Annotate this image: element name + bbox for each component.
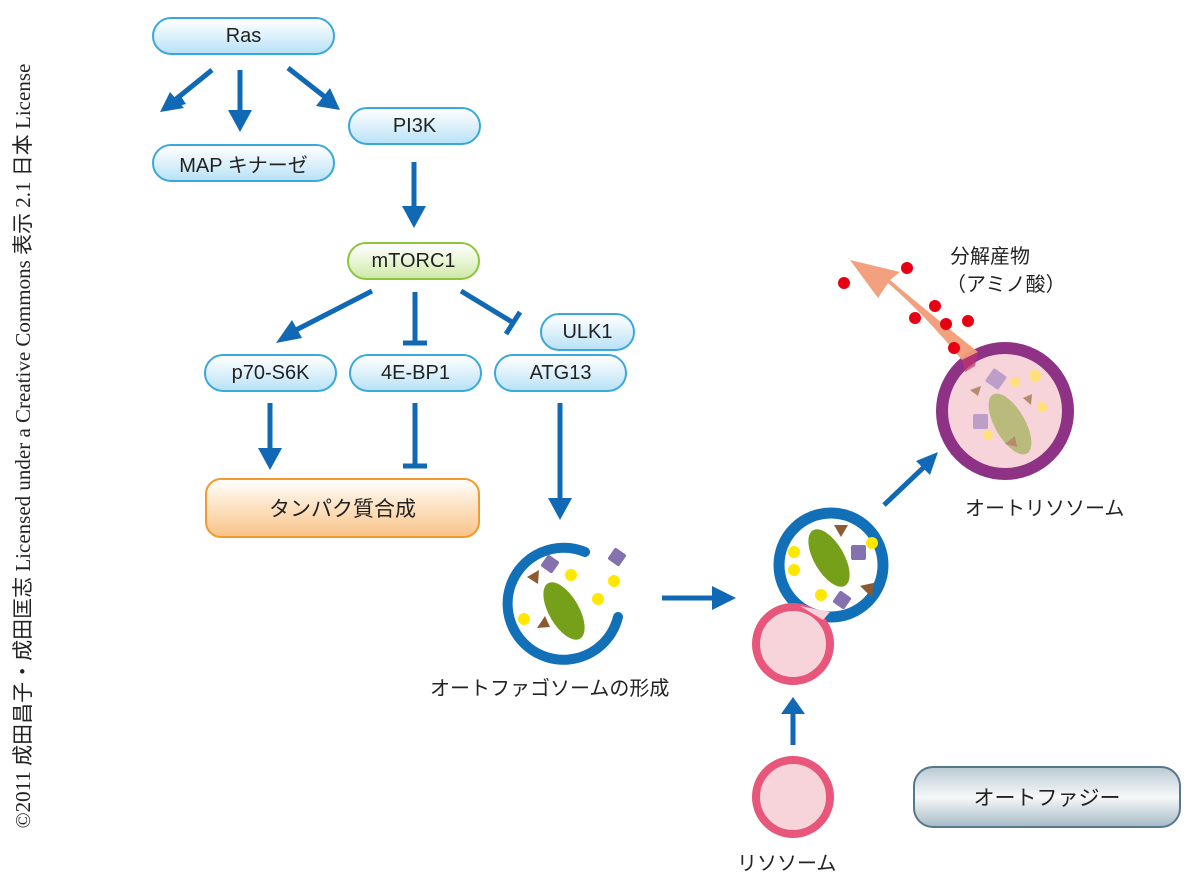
protein-square: [608, 548, 626, 566]
arrow-lysosome-up: [781, 697, 805, 745]
node-mtorc1: mTORC1: [347, 242, 480, 280]
node-p70s6k: p70-S6K: [204, 354, 337, 392]
degradation-product-arrow: [850, 260, 978, 372]
fusing-lysosome: [752, 603, 834, 685]
protein-triangle: [527, 570, 539, 584]
fusing-vesicles: [752, 507, 889, 685]
node-map-kinase: MAP キナーゼ: [152, 144, 335, 182]
amino-acids: [838, 262, 974, 354]
label-autolysosome: オートリソソーム: [965, 498, 1125, 520]
node-atg13: ATG13: [494, 354, 627, 392]
arrow-ras-map-kinase: [228, 70, 252, 132]
inhibit-4ebp1-protein-synthesis: [403, 403, 427, 469]
inhibit-mtorc1-4ebp1: [403, 292, 427, 346]
isolation-membrane: [502, 542, 623, 665]
protein-square: [541, 555, 559, 573]
organelle: [543, 582, 585, 640]
arrow-ras-left: [160, 68, 214, 112]
arrow-mtorc1-p70s6k: [276, 288, 374, 343]
inhibit-mtorc1-ulk1: [459, 288, 523, 336]
lysosome: [752, 756, 834, 838]
arrow-to-autolysosome: [882, 452, 938, 507]
arrow-ras-pi3k: [286, 66, 340, 110]
node-autophagy: オートファジー: [913, 766, 1181, 828]
forming-autophagosome: [502, 542, 626, 665]
label-lysosome: リソソーム: [737, 853, 837, 875]
label-autophagosome-formation: オートファゴソームの形成: [430, 678, 670, 700]
node-pi3k: PI3K: [348, 107, 481, 145]
label-degradation-product: 分解産物: [950, 246, 1030, 268]
arrow-autophagosome-merge: [662, 586, 736, 610]
node-protein-synthesis: タンパク質合成: [205, 478, 480, 538]
node-ulk1: ULK1: [540, 313, 635, 351]
arrow-p70s6k-protein-synthesis: [258, 403, 282, 470]
autolysosome: [936, 342, 1074, 480]
arrow-pi3k-mtorc1: [402, 162, 426, 228]
label-amino-acid: （アミノ酸）: [946, 274, 1066, 296]
arrow-atg13-autophagosome: [548, 403, 572, 520]
protein-triangle: [537, 616, 550, 628]
node-4ebp1: 4E-BP1: [349, 354, 482, 392]
node-ras: Ras: [152, 17, 335, 55]
